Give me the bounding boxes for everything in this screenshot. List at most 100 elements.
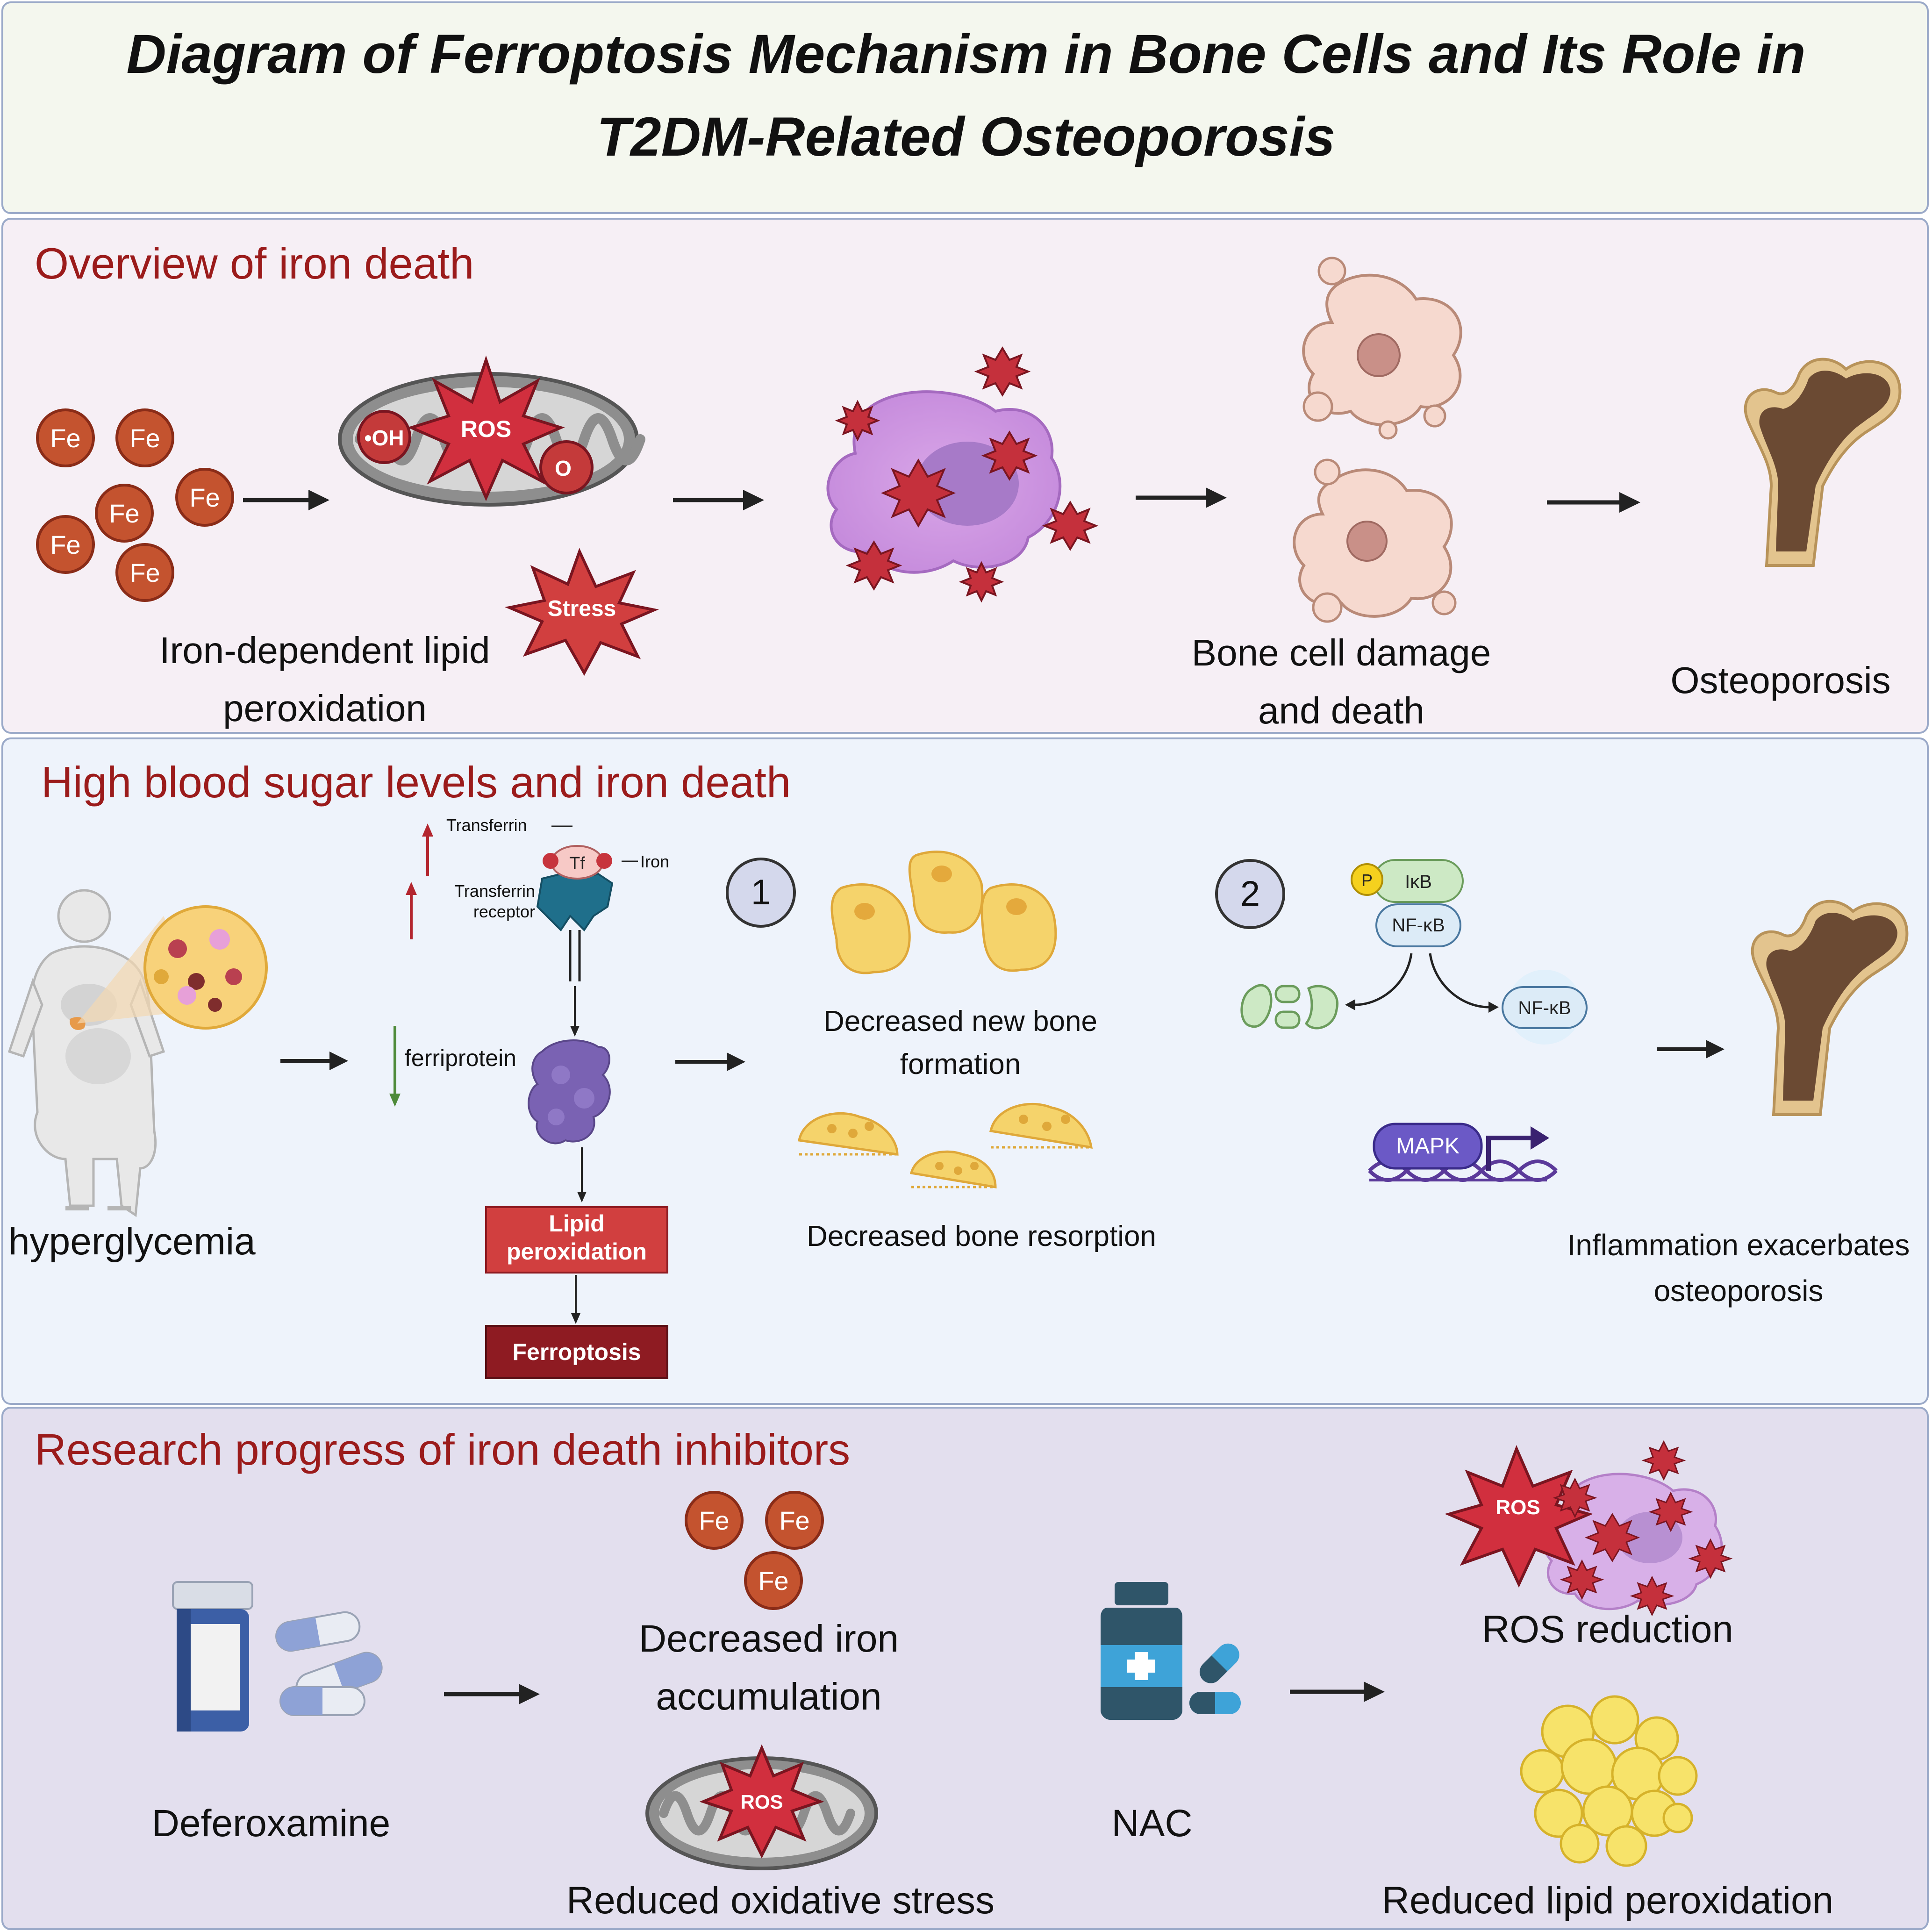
femur-bone-icon — [1751, 900, 1909, 1116]
svg-text:ROS: ROS — [1496, 1496, 1540, 1519]
adipose-zoom-icon — [77, 905, 268, 1030]
arrow-icon — [1136, 487, 1227, 508]
ros-burst-icon: ROS — [699, 1744, 824, 1859]
superoxide-icon: O — [539, 440, 594, 494]
degraded-ikb-fragments-icon — [1240, 984, 1339, 1030]
fe-ion-icon: Fe — [175, 468, 234, 527]
overview-heading: Overview of iron death — [35, 239, 474, 288]
ikb-nfkb-complex-icon: IκB P NF-κB — [1351, 859, 1464, 947]
oxidative-stress-label: Reduced oxidative stress — [566, 1879, 995, 1922]
arrow-icon — [675, 1052, 745, 1071]
svg-text:Ferroptosis: Ferroptosis — [512, 1339, 641, 1365]
femur-bone-icon — [1744, 358, 1902, 567]
oxygen-radical-icon — [1553, 1477, 1597, 1518]
step-2-badge: 2 — [1215, 859, 1285, 929]
hyperglycemia-label: hyperglycemia — [8, 1220, 256, 1263]
nac-label: NAC — [1111, 1802, 1193, 1845]
capsules-icon — [1189, 1643, 1241, 1714]
svg-text:Fe: Fe — [758, 1566, 788, 1596]
arrow-icon — [673, 490, 764, 510]
svg-text:•OH: •OH — [364, 426, 404, 450]
osteoblast-cells-icon — [830, 851, 1057, 974]
fe-ion-icon: Fe — [36, 408, 95, 467]
iron-ions-group: Fe Fe Fe Fe Fe Fe — [36, 408, 234, 602]
capsules-icon — [275, 1611, 383, 1716]
svg-text:1: 1 — [751, 873, 771, 912]
step-1-badge: 1 — [726, 858, 796, 928]
reduced-lipid-label: Reduced lipid peroxidation — [1381, 1879, 1834, 1922]
pill-bottle-icon — [172, 1581, 253, 1732]
lipid-peroxidation-box: Lipid peroxidation — [485, 1206, 668, 1274]
ferriprotein-icon — [528, 1039, 611, 1145]
svg-text:ROS: ROS — [740, 1791, 783, 1813]
transferrin-up-arrow-icon — [422, 823, 433, 876]
svg-text:Fe: Fe — [189, 483, 220, 512]
mapk-dna-icon: MAPK — [1368, 1123, 1558, 1182]
ferriprotein-label: ferriprotein — [405, 1045, 516, 1071]
receptor-up-arrow-icon — [406, 882, 417, 939]
oxygen-radical-icon — [880, 458, 956, 528]
stress-burst-icon: Stress — [504, 548, 659, 676]
inhibitors-illustration: Fe Fe Fe ROS — [172, 1440, 1733, 1870]
figure-title-line-1: Diagram of Ferroptosis Mechanism in Bone… — [126, 23, 1806, 85]
nfkb-split-arrows — [1345, 953, 1499, 1013]
ros-burst-icon: ROS — [407, 355, 565, 501]
oxygen-radical-icon — [974, 346, 1031, 397]
nuclear-nfkb-icon: NF-κB — [1502, 970, 1588, 1045]
panel2-arrows — [280, 1040, 1724, 1071]
arrow-icon — [1290, 1682, 1385, 1702]
svg-text:Lipid: Lipid — [549, 1210, 604, 1237]
flow-arrows — [570, 986, 587, 1324]
title-panel — [1, 1, 1929, 214]
fe-ion-icon: Fe — [95, 484, 154, 543]
fe-ion-icon: Fe — [765, 1491, 824, 1550]
ros-reduction-label: ROS reduction — [1482, 1608, 1733, 1651]
svg-text:Fe: Fe — [50, 423, 80, 453]
osteoclast-cells-icon — [798, 1102, 1093, 1188]
svg-text:Fe: Fe — [50, 530, 80, 559]
arrow-icon — [243, 490, 329, 510]
figure-title-line-2: T2DM-Related Osteoporosis — [596, 106, 1336, 168]
svg-text:O: O — [555, 456, 572, 480]
oxygen-radical-icon — [1688, 1538, 1733, 1579]
lipid-droplets-icon — [1520, 1695, 1698, 1867]
nac-bottle-icon — [1101, 1582, 1182, 1720]
svg-text:MAPK: MAPK — [1396, 1134, 1460, 1159]
svg-text:2: 2 — [1240, 874, 1260, 914]
hyperglycemia-heading: High blood sugar levels and iron death — [41, 758, 791, 807]
hydroxyl-radical-icon: •OH — [357, 410, 411, 464]
stressed-cell-icon — [826, 390, 1062, 574]
oxygen-radicals-group — [835, 346, 1099, 603]
oxygen-radical-icon — [1630, 1575, 1674, 1617]
oxygen-radical-icon — [1560, 1559, 1604, 1600]
oxygen-radical-icon — [1648, 1491, 1693, 1532]
oxygen-radical-icon — [959, 561, 1004, 603]
deferoxamine-label: Deferoxamine — [151, 1802, 391, 1845]
fe-ion-icon: Fe — [115, 408, 174, 467]
svg-text:P: P — [1361, 871, 1373, 890]
oxygen-radical-icon — [835, 400, 880, 442]
arrow-icon — [1657, 1040, 1724, 1059]
iron-label: Iron — [640, 852, 670, 871]
oxygen-radical-icon — [1584, 1513, 1640, 1562]
hyperglycemia-panel — [1, 737, 1929, 1405]
oxygen-radical-icon — [981, 430, 1038, 481]
osteoporosis-label: Osteoporosis — [1670, 659, 1891, 701]
damaged-bone-cell-icon — [1302, 257, 1462, 440]
panel3-iron-ions: Fe Fe Fe — [685, 1491, 824, 1610]
svg-text:NF-κB: NF-κB — [1392, 915, 1445, 936]
svg-text:ROS: ROS — [461, 416, 511, 442]
transferrin-receptor-icon: Tf — [536, 825, 638, 981]
fe-ion-icon: Fe — [685, 1491, 744, 1550]
oxygen-radical-icon — [1641, 1440, 1686, 1481]
svg-text:Fe: Fe — [129, 423, 160, 453]
bone-resorption-label: Decreased bone resorption — [807, 1220, 1156, 1252]
ferriprotein-down-arrow-icon — [389, 1026, 401, 1107]
svg-text:Fe: Fe — [109, 499, 139, 528]
svg-text:NF-κB: NF-κB — [1518, 998, 1571, 1018]
oxygen-radical-icon — [845, 540, 902, 591]
